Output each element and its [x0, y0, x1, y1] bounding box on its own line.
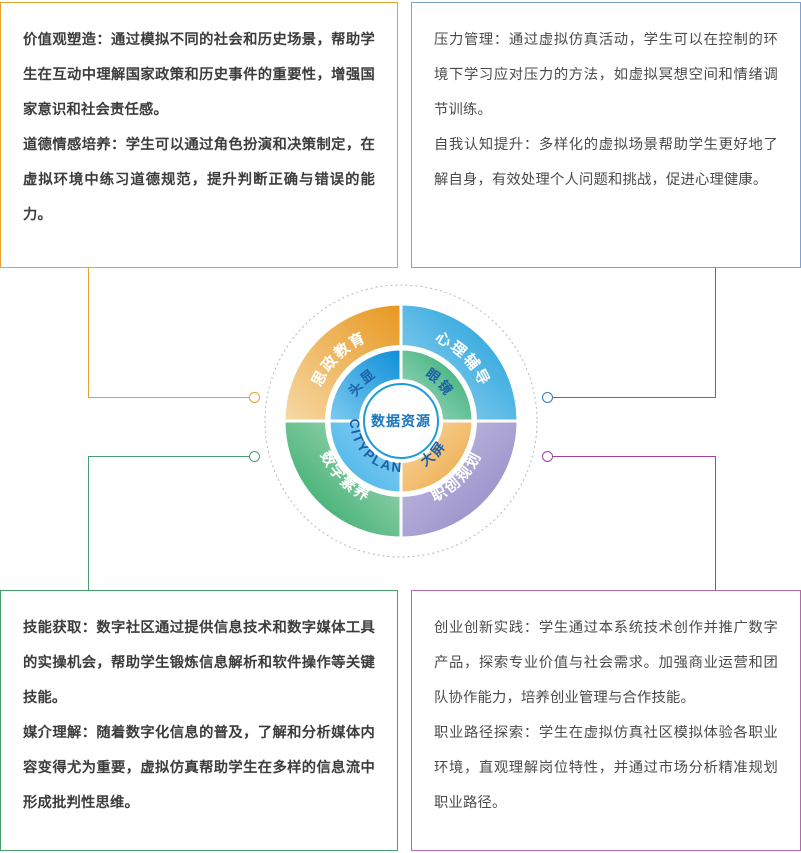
connector-line-bottom-left-vertical — [88, 456, 89, 590]
connector-line-bottom-left-horizontal — [88, 456, 254, 457]
info-box-top-right-text: 压力管理：通过虚拟仿真活动，学生可以在控制的环境下学习应对压力的方法，如虚拟冥想… — [434, 32, 778, 188]
info-box-top-left-text: 价值观塑造：通过模拟不同的社会和历史场景，帮助学生在互动中理解国家政策和历史事件… — [23, 32, 375, 223]
connector-node-top-left[interactable] — [249, 392, 260, 403]
connector-node-bottom-left[interactable] — [249, 451, 260, 462]
info-box-bottom-right: 创业创新实践：学生通过本系统技术创作并推广数字产品，探索专业价值与社会需求。加强… — [411, 590, 801, 851]
connector-line-top-right-vertical — [715, 268, 716, 398]
concentric-donut-diagram: 思政教育 心理辅导 数字素养 职创规划 头显 眼镜 CITYPLAN 大屏 — [262, 282, 540, 560]
info-box-bottom-left-text: 技能获取：数字社区通过提供信息技术和数字媒体工具的实操机会，帮助学生锻炼信息解析… — [23, 620, 375, 811]
outer-dotted-outline — [264, 284, 538, 558]
info-box-top-left: 价值观塑造：通过模拟不同的社会和历史场景，帮助学生在互动中理解国家政策和历史事件… — [0, 2, 398, 268]
connector-line-top-right-horizontal — [548, 397, 716, 398]
connector-node-top-right[interactable] — [542, 392, 553, 403]
info-box-bottom-right-text: 创业创新实践：学生通过本系统技术创作并推广数字产品，探索专业价值与社会需求。加强… — [434, 620, 778, 811]
info-box-bottom-left: 技能获取：数字社区通过提供信息技术和数字媒体工具的实操机会，帮助学生锻炼信息解析… — [0, 590, 398, 851]
connector-line-bottom-right-horizontal — [548, 456, 716, 457]
center-hub-label: 数据资源 — [371, 413, 431, 429]
connector-node-bottom-right[interactable] — [542, 451, 553, 462]
center-hub-ring — [363, 383, 439, 459]
info-box-top-right: 压力管理：通过虚拟仿真活动，学生可以在控制的环境下学习应对压力的方法，如虚拟冥想… — [411, 2, 801, 268]
connector-line-bottom-right-vertical — [715, 456, 716, 590]
connector-line-top-left-vertical — [88, 268, 89, 398]
connector-line-top-left-horizontal — [88, 397, 254, 398]
